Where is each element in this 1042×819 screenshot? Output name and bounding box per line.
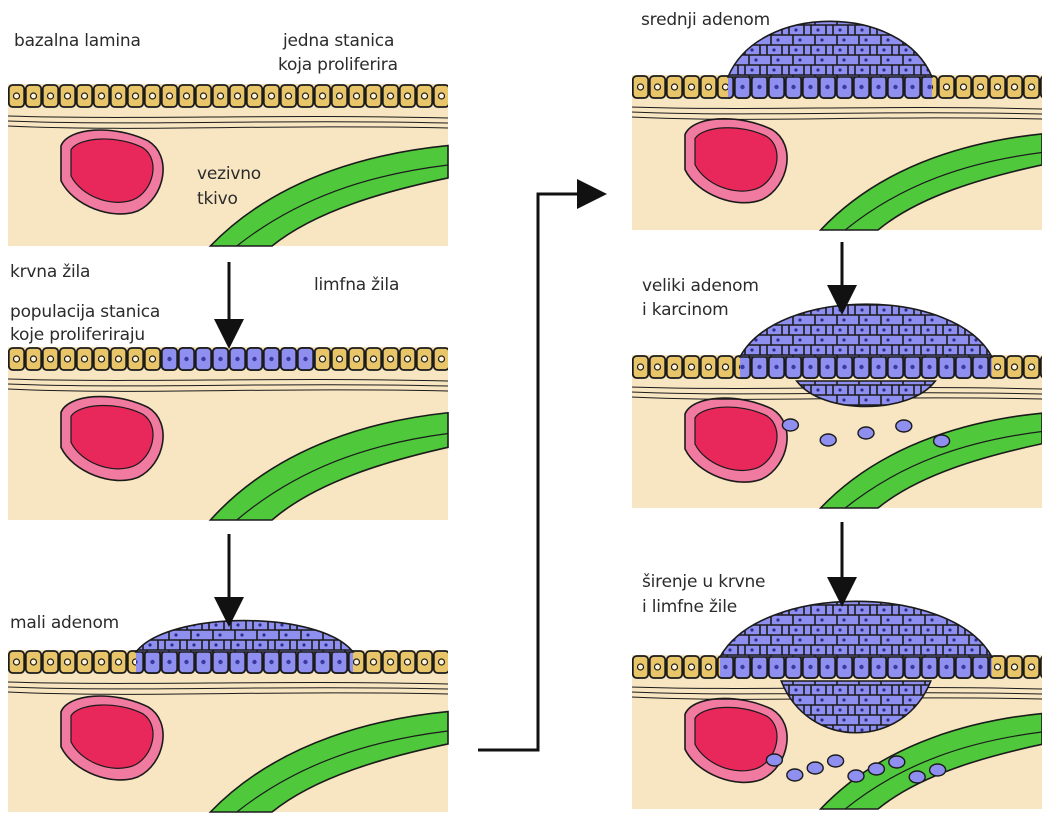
detached-tumor-cell	[934, 435, 950, 447]
detached-tumor-cell	[766, 754, 782, 766]
detached-tumor-cell	[820, 434, 836, 446]
tumor-epithelium	[136, 650, 353, 678]
label-sirenje-u-krvne: širenje u krvne	[642, 572, 765, 592]
label-i-karcinom: i karcinom	[642, 300, 729, 320]
label-tkivo: tkivo	[197, 189, 238, 209]
stage-panel-6	[632, 601, 1042, 809]
label-srednji-adenom: srednji adenom	[641, 10, 770, 30]
label-vezivno: vezivno	[197, 164, 261, 184]
label-jedna-stanica: jedna stanica	[283, 31, 394, 51]
tumor-epithelium	[160, 347, 316, 375]
adenoma-mound	[740, 304, 992, 357]
label-koje-proliferiraju: koje proliferiraju	[10, 325, 145, 345]
stage-panel-5	[632, 304, 1042, 508]
detached-tumor-cell	[868, 763, 884, 775]
normal-epithelium	[8, 84, 448, 112]
label-populacija-stanica: populacija stanica	[10, 302, 160, 322]
stage-panel-4	[632, 21, 1042, 230]
detached-tumor-cell	[889, 756, 905, 768]
label-i-limfne-zile: i limfne žile	[642, 597, 737, 617]
label-krvna-zila: krvna žila	[10, 262, 90, 282]
stage-panel-3	[8, 621, 448, 812]
label-limfna-zila: limfna žila	[314, 275, 399, 295]
detached-tumor-cell	[848, 770, 864, 782]
label-mali-adenom: mali adenom	[10, 613, 119, 633]
tumor-epithelium	[728, 75, 932, 103]
detached-tumor-cell	[858, 427, 874, 439]
adenoma-mound	[720, 601, 992, 657]
detached-tumor-cell	[782, 419, 798, 431]
detached-tumor-cell	[828, 755, 844, 767]
label-bazalna-lamina: bazalna lamina	[14, 31, 141, 51]
stage-panel-2	[8, 347, 448, 520]
tumor-epithelium	[740, 355, 992, 383]
detached-tumor-cell	[896, 420, 912, 432]
detached-tumor-cell	[909, 771, 925, 783]
detached-tumor-cell	[807, 762, 823, 774]
label-koja-proliferira: koja proliferira	[278, 55, 398, 75]
elbow-arrow-icon	[478, 194, 592, 750]
adenoma-mound	[136, 621, 353, 652]
detached-tumor-cell	[930, 764, 946, 776]
detached-tumor-cell	[787, 769, 803, 781]
label-veliki-adenom: veliki adenom	[642, 276, 759, 296]
tumor-epithelium	[720, 655, 992, 683]
